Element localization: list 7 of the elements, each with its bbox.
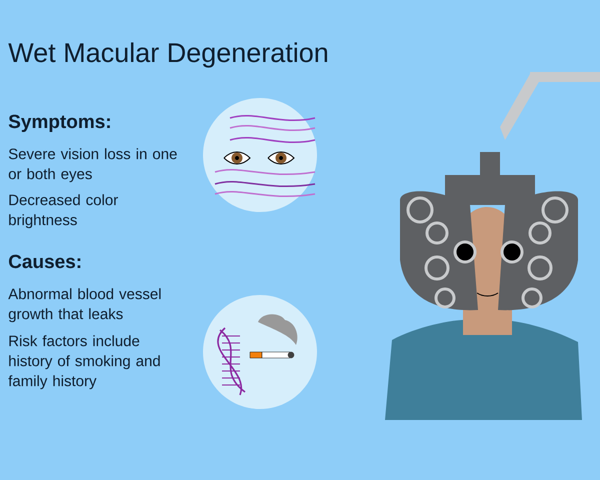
- section-heading: Symptoms:: [8, 114, 110, 132]
- bullet-text: Risk factors include history of smoking and family history: [8, 335, 160, 390]
- bullet-text: Abnormal blood vessel growth that leaks: [8, 288, 161, 322]
- title: Wet Macular Degeneration: [8, 42, 328, 68]
- section-heading: Causes:: [8, 254, 80, 268]
- bullet-text: Severe vision loss in one or both eyes: [8, 148, 177, 182]
- bullet-text: Decreased color brightness: [9, 194, 118, 228]
